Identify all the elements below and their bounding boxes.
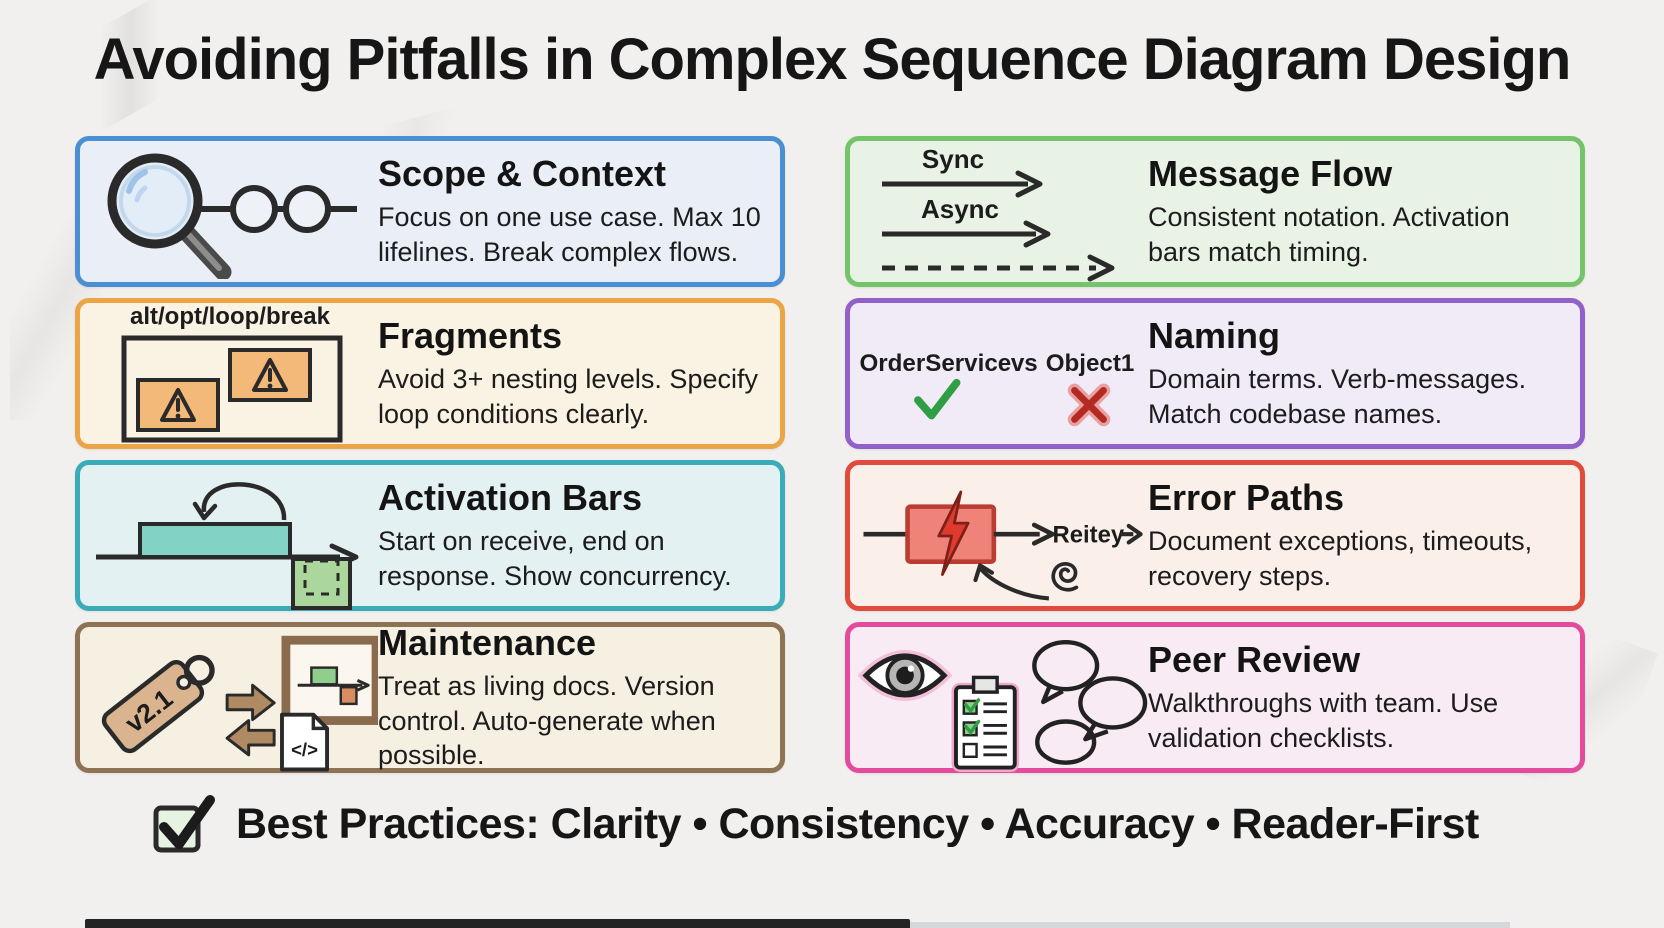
retry-label: Reitey — [1053, 521, 1125, 548]
async-label: Async — [921, 194, 999, 224]
card-desc: Focus on one use case. Max 10 lifelines.… — [378, 202, 761, 267]
speech-bubbles-icon — [1032, 639, 1148, 765]
card-activation-bars: Activation Bars Start on receive, end on… — [75, 460, 785, 611]
card-scope-context: Scope & Context Focus on one use case. M… — [75, 136, 785, 287]
eye-icon — [858, 649, 953, 701]
card-title: Fragments — [378, 315, 563, 357]
card-title: Naming — [1148, 315, 1281, 357]
card-naming: OrderService vs Object1 Naming Domain te… — [845, 298, 1585, 449]
lightning-bolt-icon — [937, 490, 970, 576]
page-title: Avoiding Pitfalls in Complex Sequence Di… — [93, 27, 1572, 92]
cross-icon — [1067, 383, 1111, 426]
best-practices-text: Best Practices: Clarity • Consistency • … — [236, 799, 1479, 848]
card-desc: Consistent notation. Activation bars mat… — [1148, 202, 1510, 267]
card-desc: Domain terms. Verb-messages. Match codeb… — [1148, 364, 1527, 429]
card-desc: Walkthroughs with team. Use validation c… — [1148, 688, 1499, 753]
sync-label: Sync — [922, 144, 984, 174]
activation-bars-icon — [88, 462, 378, 610]
card-desc: Avoid 3+ nesting levels. Specify loop co… — [378, 364, 758, 429]
card-error-paths: Reitey Error Paths Document exceptions, … — [845, 460, 1585, 611]
checklist-clipboard-icon — [951, 675, 1020, 772]
card-title: Peer Review — [1148, 639, 1361, 681]
card-title: Activation Bars — [378, 477, 643, 519]
fragment-operators-label: alt/opt/loop/break — [130, 303, 331, 330]
card-title: Maintenance — [378, 622, 597, 664]
arrow-left-icon — [225, 718, 276, 756]
check-icon — [914, 378, 961, 419]
mini-diagram-board — [281, 635, 378, 725]
arrow-right-icon — [225, 683, 276, 721]
vs-label: vs — [1011, 350, 1038, 377]
card-title: Error Paths — [1148, 477, 1345, 519]
peer-review-icon — [858, 623, 1148, 773]
spiral-doodle — [1051, 561, 1079, 592]
card-grid: Scope & Context Focus on one use case. M… — [75, 136, 1585, 773]
fragment-boxes-icon: alt/opt/loop/break — [88, 300, 378, 448]
card-desc: Treat as living docs. Version control. A… — [378, 671, 716, 771]
card-fragments: alt/opt/loop/break Fragments Avoid 3+ ne… — [75, 298, 785, 449]
card-maintenance: </> v2.1 Maintenance Treat as living doc… — [75, 622, 785, 773]
good-name-label: OrderService — [859, 350, 1011, 377]
sync-async-arrows-icon: Sync Async — [858, 142, 1148, 282]
naming-comparison-icon: OrderService vs Object1 — [858, 309, 1148, 439]
best-practices-footer: Best Practices: Clarity • Consistency • … — [150, 788, 1479, 860]
bad-name-label: Object1 — [1046, 350, 1135, 377]
code-document-icon: </> — [280, 712, 330, 771]
card-peer-review: Peer Review Walkthroughs with team. Use … — [845, 622, 1585, 773]
checkbox-icon — [153, 795, 215, 853]
version-tag-icon: </> v2.1 — [88, 623, 378, 773]
code-glyph: </> — [291, 738, 318, 759]
card-desc: Document exceptions, timeouts, recovery … — [1148, 526, 1533, 591]
magnifier-lifeline-icon — [88, 145, 378, 279]
photo-edge-light — [910, 922, 1510, 928]
card-title: Scope & Context — [378, 153, 667, 195]
card-title: Message Flow — [1148, 153, 1393, 195]
error-retry-icon: Reitey — [858, 462, 1148, 610]
card-message-flow: Sync Async Message Flow Consistent notat… — [845, 136, 1585, 287]
photo-edge — [85, 919, 910, 928]
price-tag: v2.1 — [101, 654, 215, 753]
card-desc: Start on receive, end on response. Show … — [378, 526, 732, 591]
